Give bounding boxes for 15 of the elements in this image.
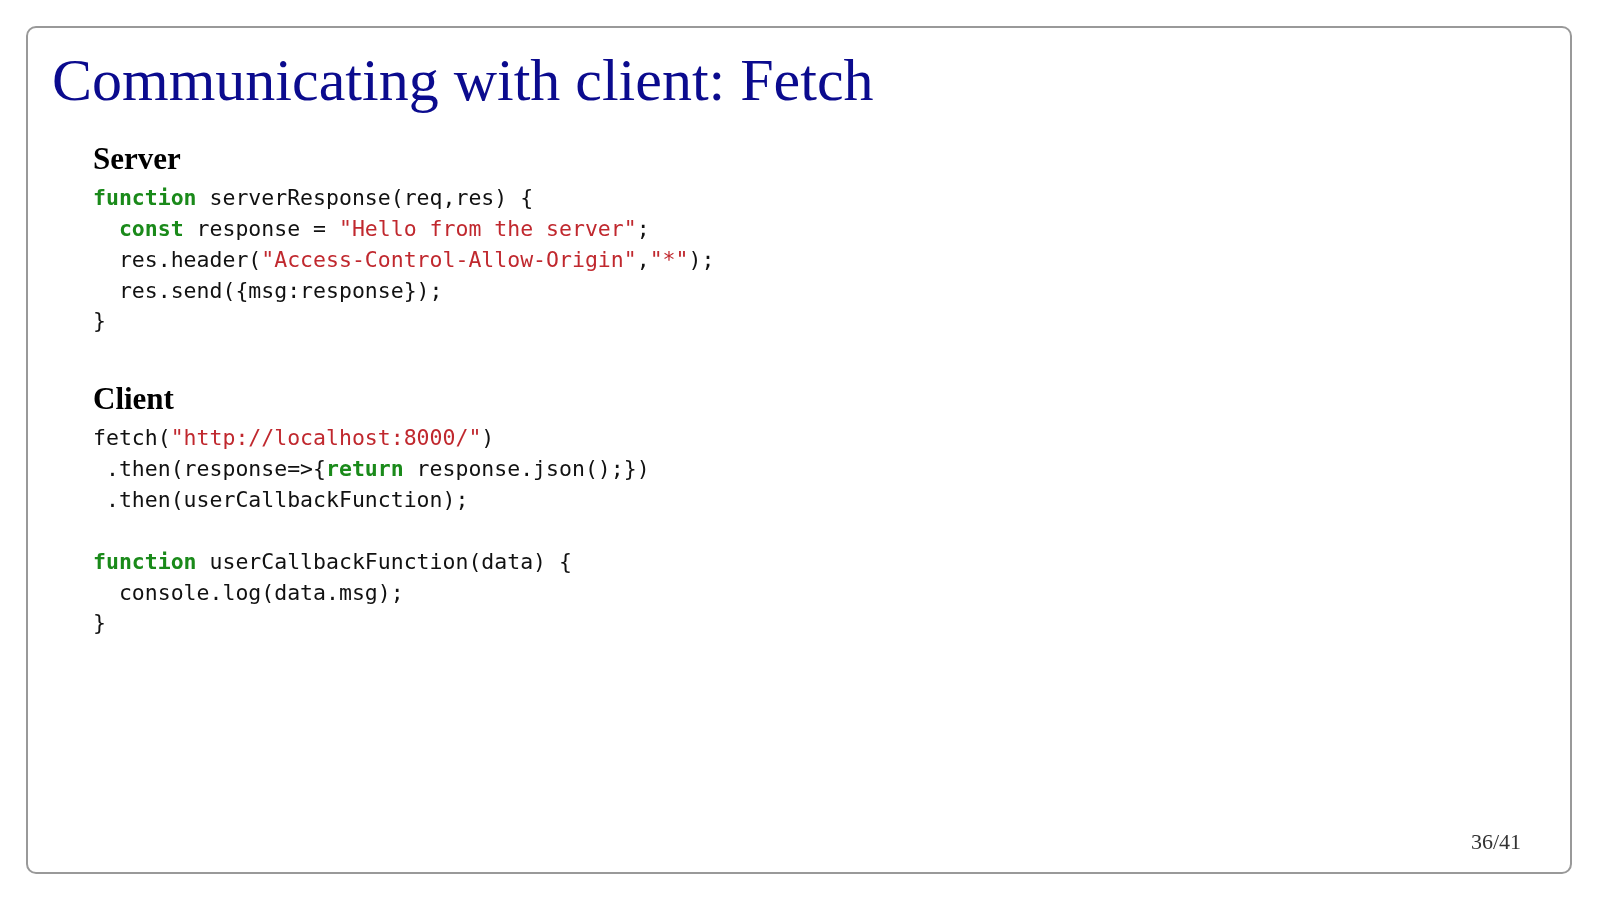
slide-title: Communicating with client: Fetch (52, 46, 874, 115)
code-line: res.send({msg:response}); (117, 277, 443, 303)
code-line: res.header("Access-Control-Allow-Origin","*"); (117, 246, 715, 272)
code-line: } (93, 609, 106, 635)
code-line: fetch("http://localhost:8000/") (93, 424, 495, 450)
code-line: } (93, 307, 106, 333)
code-line: console.log(data.msg); (117, 579, 404, 605)
page-number: 36/41 (1471, 829, 1522, 855)
code-line: .then(response=>{return response.json();}) (104, 455, 650, 481)
code-line: .then(userCallbackFunction); (104, 486, 469, 512)
code-line: function serverResponse(req,res) { (93, 184, 534, 210)
code-line: function userCallbackFunction(data) { (93, 548, 572, 574)
section-heading: Server (93, 141, 181, 177)
section-heading: Client (93, 381, 174, 417)
code-line: const response = "Hello from the server"; (117, 215, 650, 241)
